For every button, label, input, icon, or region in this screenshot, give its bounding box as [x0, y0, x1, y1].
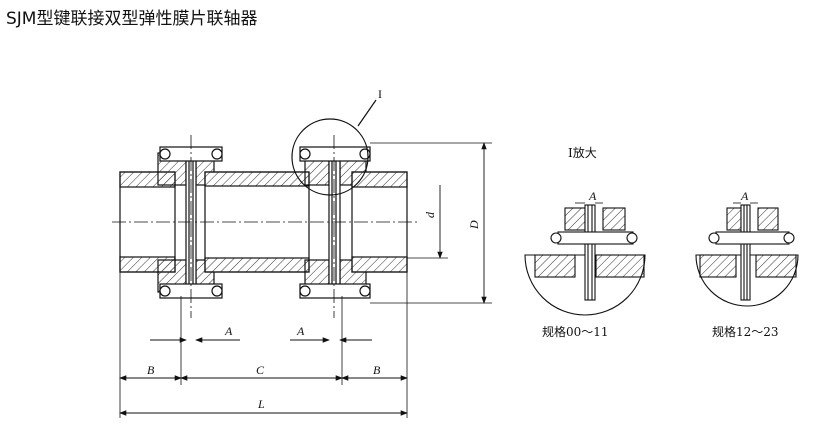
label-A-detail-large: A: [740, 189, 749, 203]
label-d: d: [423, 211, 437, 218]
label-A-right: A: [296, 324, 305, 338]
detail-circle: [291, 118, 369, 196]
detail-view-title: I放大: [568, 145, 597, 160]
label-D: D: [467, 220, 481, 230]
spec-large-caption: 规格12～23: [712, 324, 779, 339]
main-view: [112, 99, 492, 418]
label-C: C: [256, 363, 265, 377]
label-A-detail-small: A: [588, 189, 597, 203]
label-B-right: B: [373, 363, 381, 377]
label-L: L: [257, 397, 265, 411]
detail-views: [524, 202, 799, 316]
label-A-left: A: [224, 324, 233, 338]
page-title: SJM型键联接双型弹性膜片联轴器: [6, 9, 258, 29]
label-B-left: B: [147, 363, 155, 377]
diaphragm-right: [328, 149, 341, 297]
spec-small-caption: 规格00～11: [542, 324, 609, 339]
detail-mark-label: I: [378, 87, 382, 101]
